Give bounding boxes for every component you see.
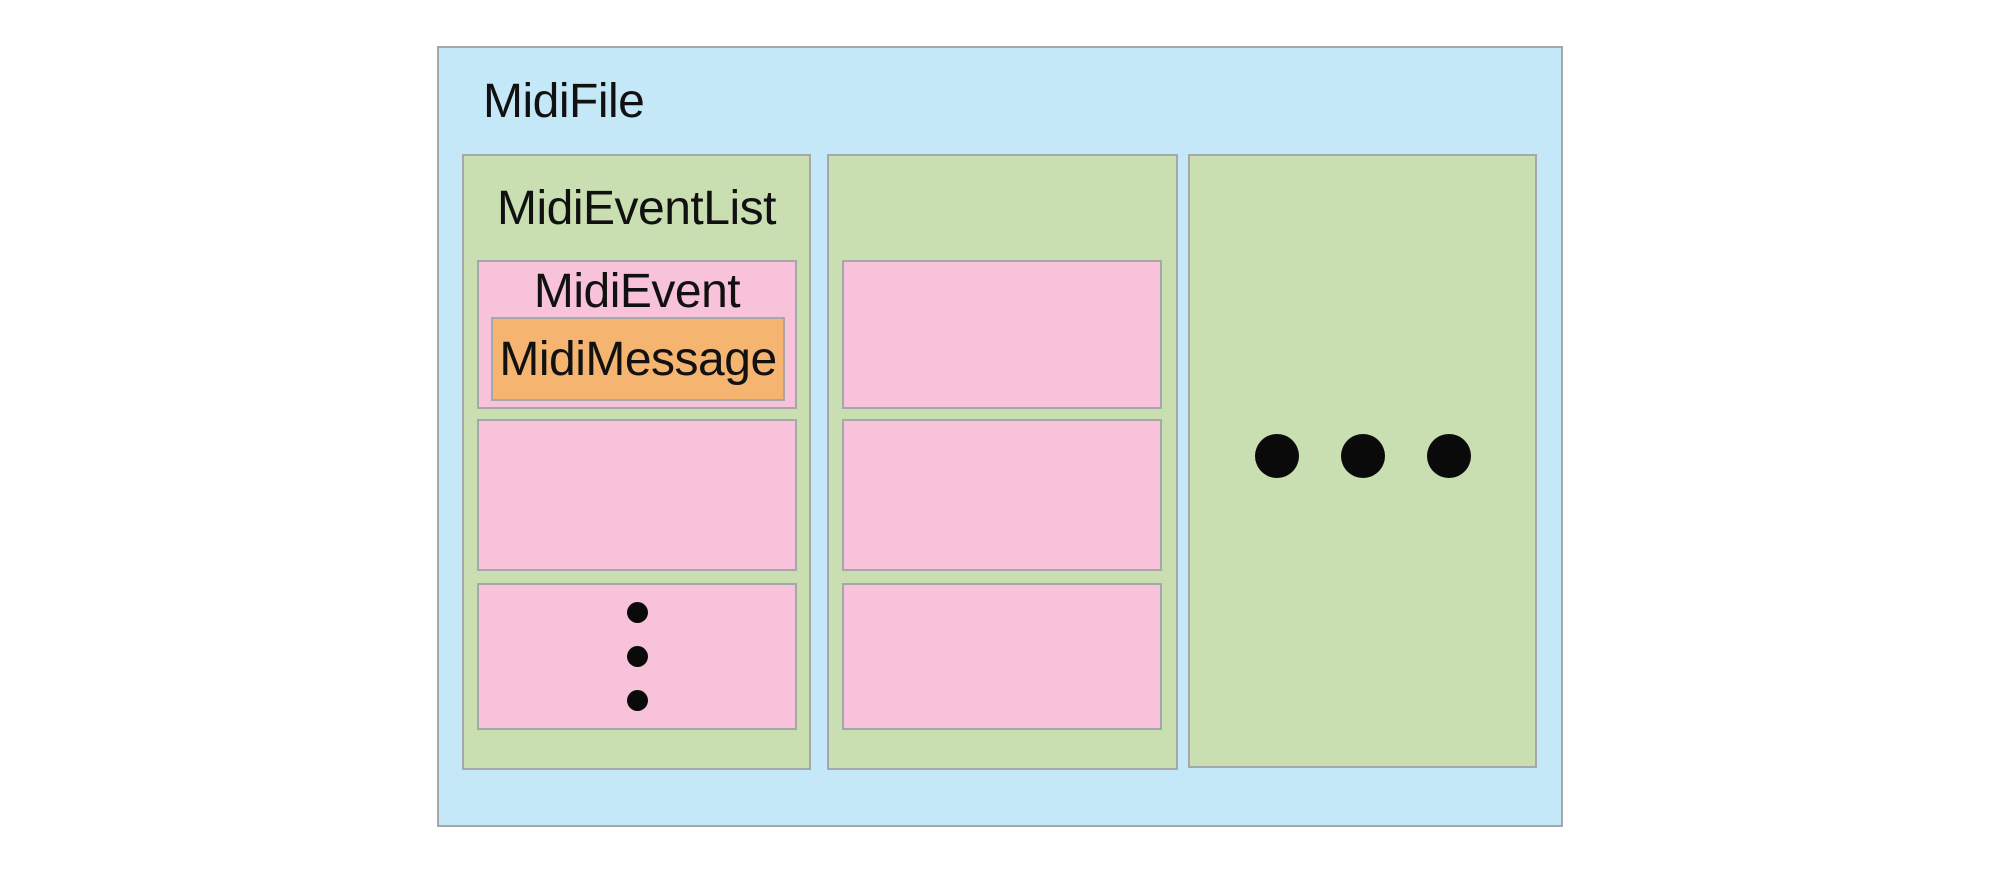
midievent-box-empty (842, 260, 1162, 409)
midieventlist-box-unlabeled (827, 154, 1178, 770)
midievent-box: MidiEvent MidiMessage (477, 260, 797, 409)
midieventlist-box: MidiEventList MidiEvent MidiMessage (462, 154, 811, 770)
dot (626, 690, 648, 711)
midievent-box-more (477, 583, 797, 730)
midifile-box: MidiFile MidiEventList MidiEvent MidiMes… (437, 46, 1563, 827)
midievent-box-empty (842, 583, 1162, 730)
dot (1426, 434, 1471, 478)
dot (1340, 434, 1385, 478)
midievent-box-empty (842, 419, 1162, 571)
midievent-box-empty (477, 419, 797, 571)
ellipsis-horizontal-icon (1254, 434, 1471, 478)
dot (626, 646, 648, 667)
dot (626, 602, 648, 623)
midieventlist-box-more (1188, 154, 1537, 768)
midifile-title: MidiFile (483, 74, 645, 128)
ellipsis-vertical-icon (479, 585, 795, 728)
midievent-label: MidiEvent (533, 265, 741, 318)
midieventlist-title: MidiEventList (497, 181, 776, 235)
midimessage-box: MidiMessage (491, 317, 785, 401)
dot (1254, 434, 1299, 478)
